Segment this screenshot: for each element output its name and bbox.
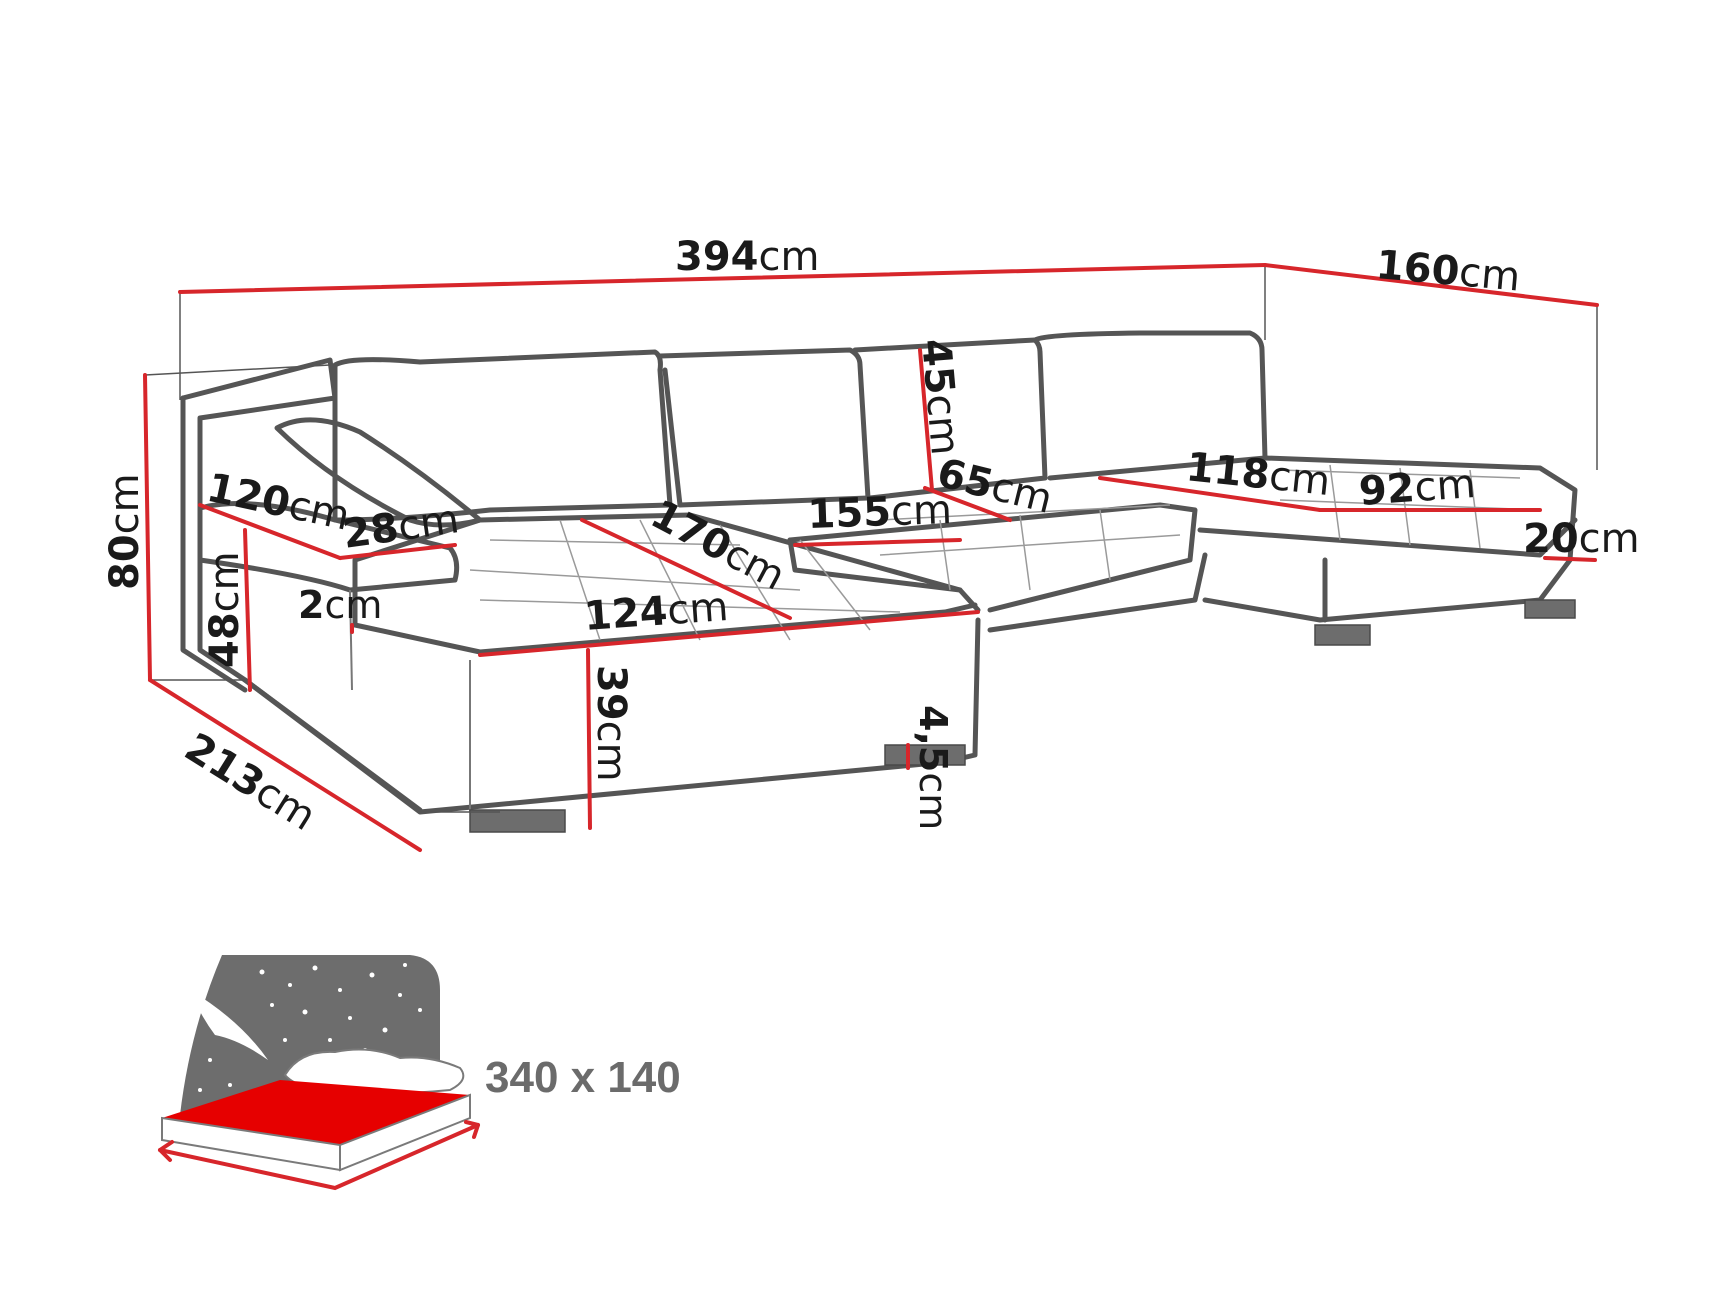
dim-line-armrest-height (243, 528, 252, 692)
dim-line-total-height (143, 373, 152, 682)
dim-line-armrest-length (198, 503, 342, 560)
label-right-seat-width: 118cm (1184, 444, 1332, 505)
sofa-drawing (180, 330, 1578, 833)
bed-length-arrow (158, 1123, 480, 1191)
bed-size-label: 340 x 140 (485, 1053, 681, 1102)
label-right-arm-height: 20cm (1523, 516, 1640, 562)
sofa-leg (1314, 624, 1371, 646)
dim-line-armrest-width (338, 543, 457, 560)
label-left-seat-width: 124cm (582, 584, 729, 640)
label-chaise-depth: 160cm (1374, 242, 1522, 300)
dim-line-overall-width (178, 263, 1267, 294)
dim-line-left-depth (148, 678, 422, 852)
extension-lines (144, 265, 1598, 813)
label-total-height: 80cm (102, 473, 148, 590)
bed-function-icon: 340 x 140 (158, 955, 681, 1191)
dimension-labels: 394cm 160cm 80cm 213cm 120cm 28cm 48cm 2… (102, 234, 1640, 840)
dimension-lines (143, 263, 1599, 852)
dim-line-chaise-depth (1263, 263, 1599, 307)
sofa-leg (884, 744, 966, 766)
dim-line-middle-width (793, 538, 962, 547)
label-right-chaise-width: 92cm (1357, 461, 1477, 515)
label-backrest-height: 45cm (912, 337, 968, 457)
dim-line-left-seat-depth (580, 518, 792, 620)
seat-tufting (469, 464, 1541, 641)
sofa-leg (469, 809, 566, 833)
dim-line-right-arm-height (1543, 556, 1597, 562)
label-middle-width: 155cm (807, 487, 953, 538)
dim-line-left-seat-width (478, 610, 980, 657)
dim-line-middle-depth (923, 486, 1012, 522)
dim-line-right-seat-width (1098, 476, 1322, 512)
label-armrest-height: 48cm (202, 551, 248, 668)
label-armrest-step: 2cm (298, 583, 382, 627)
sofa-leg (1524, 599, 1576, 619)
label-middle-depth: 65cm (933, 450, 1057, 523)
label-overall-width: 394cm (675, 234, 819, 280)
label-armrest-width: 28cm (340, 496, 462, 558)
dim-line-seat-height (586, 648, 592, 830)
dim-line-backrest-height (918, 348, 934, 492)
label-leg-height: 4,5cm (911, 705, 955, 830)
moon-icon (190, 990, 268, 1060)
stars-icon (198, 963, 422, 1092)
label-seat-height: 39cm (588, 665, 634, 782)
